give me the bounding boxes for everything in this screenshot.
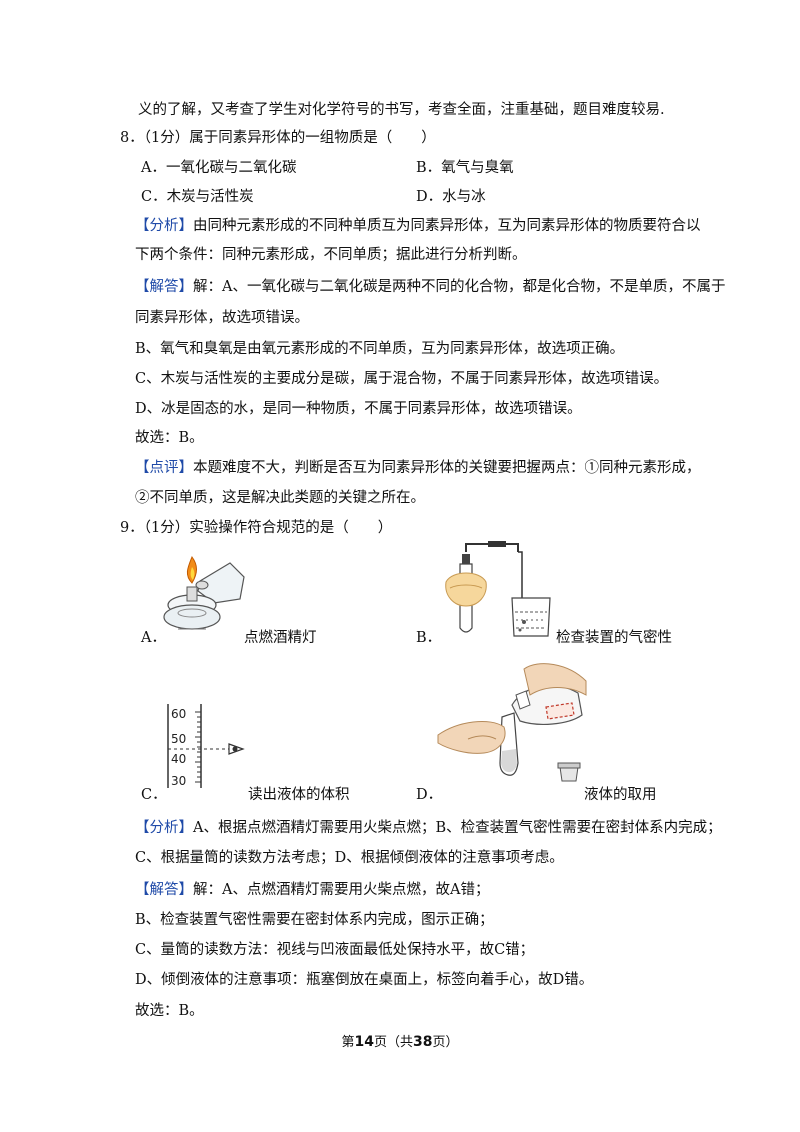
q9-option-a-letter: A． — [141, 630, 166, 646]
q9-analysis-line-1: 【分析】A、根据点燃酒精灯需要用火柴点燃；B、检查装置气密性需要在密封体系内完成… — [135, 818, 722, 838]
cylinder-tick-60: 60 — [171, 707, 186, 721]
q9-analysis-text-1: A、根据点燃酒精灯需要用火柴点燃；B、检查装置气密性需要在密封体系内完成； — [193, 820, 722, 836]
q8-option-d: D．水与冰 — [416, 189, 486, 205]
q8-comment-line-1: 【点评】本题难度不大，判断是否互为同素异形体的关键要把握两点：①同种元素形成， — [135, 458, 701, 478]
footer-prefix: 第 — [341, 1035, 355, 1050]
footer-total-pages: 38 — [413, 1034, 433, 1050]
q8-comment-line-2: ②不同单质，这是解决此类题的关键之所在。 — [135, 490, 425, 506]
q8-answer-line-2: 同素异形体，故选项错误。 — [135, 310, 309, 326]
footer-middle: 页（共 — [373, 1035, 413, 1050]
q8-option-a: A．一氧化碳与二氧化碳 — [141, 160, 297, 176]
top-line: 义的了解，又考查了学生对化学符号的书写，考查全面，注重基础，题目难度较易. — [138, 102, 665, 118]
liquid-pouring-figure — [437, 663, 587, 782]
q9-answer-text-1: 解：A、点燃酒精灯需要用火柴点燃，故A错； — [193, 882, 490, 898]
cylinder-tick-40: 40 — [171, 752, 186, 766]
cylinder-tick-30: 30 — [171, 774, 186, 788]
q8-option-b: B．氧气与臭氧 — [416, 160, 514, 176]
q8-comment-tag: 【点评】 — [135, 460, 193, 476]
q8-analysis-line-1: 【分析】由同种元素形成的不同种单质互为同素异形体，互为同素异形体的物质要符合以 — [135, 216, 701, 236]
q9-option-c-letter: C． — [141, 787, 167, 803]
q8-answer-tag: 【解答】 — [135, 279, 193, 295]
q8-choose: 故选：B。 — [135, 430, 204, 446]
q9-option-d-caption: 液体的取用 — [584, 787, 657, 803]
page-footer: 第14页（共38页） — [0, 1031, 800, 1050]
footer-suffix: 页） — [432, 1035, 459, 1050]
q9-answer-tag: 【解答】 — [135, 882, 193, 898]
q9-stem: 9．（1分）实验操作符合规范的是（ ） — [120, 520, 393, 536]
q9-answer-line-4: D、倾倒液体的注意事项：瓶塞倒放在桌面上，标签向着手心，故D错。 — [135, 972, 594, 988]
q9-analysis-line-2: C、根据量筒的读数方法考虑；D、根据倾倒液体的注意事项考虑。 — [135, 850, 564, 866]
q9-option-b-letter: B． — [416, 630, 442, 646]
q9-option-a-caption: 点燃酒精灯 — [244, 630, 317, 646]
q8-stem: 8．（1分）属于同素异形体的一组物质是（ ） — [120, 130, 436, 146]
q9-analysis-tag: 【分析】 — [135, 820, 193, 836]
q8-comment-text-1: 本题难度不大，判断是否互为同素异形体的关键要把握两点：①同种元素形成， — [193, 460, 701, 476]
q8-answer-line-5: D、冰是固态的水，是同一种物质，不属于同素异形体，故选项错误。 — [135, 401, 582, 417]
footer-page-number: 14 — [354, 1034, 374, 1050]
q9-choose: 故选：B。 — [135, 1003, 204, 1019]
q8-analysis-line-2: 下两个条件：同种元素形成，不同单质；据此进行分析判断。 — [135, 247, 527, 263]
q8-answer-text-1: 解：A、一氧化碳与二氧化碳是两种不同的化合物，都是化合物，不是单质，不属于 — [193, 279, 726, 295]
q8-analysis-text-1: 由同种元素形成的不同种单质互为同素异形体，互为同素异形体的物质要符合以 — [193, 218, 701, 234]
measuring-cylinder-figure: 60 50 40 30 — [167, 704, 245, 788]
q9-answer-line-2: B、检查装置气密性需要在密封体系内完成，图示正确； — [135, 912, 494, 928]
q9-answer-line-3: C、量筒的读数方法：视线与凹液面最低处保持水平，故C错； — [135, 942, 535, 958]
cylinder-tick-50: 50 — [171, 732, 186, 746]
q9-option-d-letter: D． — [416, 787, 443, 803]
airtightness-figure — [445, 541, 551, 637]
q8-analysis-tag: 【分析】 — [135, 218, 193, 234]
q8-answer-line-4: C、木炭与活性炭的主要成分是碳，属于混合物，不属于同素异形体，故选项错误。 — [135, 371, 669, 387]
q8-answer-line-3: B、氧气和臭氧是由氧元素形成的不同单质，互为同素异形体，故选项正确。 — [135, 341, 625, 357]
q9-option-c-caption: 读出液体的体积 — [248, 787, 350, 803]
q8-answer-line-1: 【解答】解：A、一氧化碳与二氧化碳是两种不同的化合物，都是化合物，不是单质，不属… — [135, 277, 725, 297]
q9-option-b-caption: 检查装置的气密性 — [556, 630, 672, 646]
alcohol-lamp-figure — [163, 555, 245, 630]
q9-answer-line-1: 【解答】解：A、点燃酒精灯需要用火柴点燃，故A错； — [135, 880, 489, 900]
q8-option-c: C．木炭与活性炭 — [141, 189, 254, 205]
